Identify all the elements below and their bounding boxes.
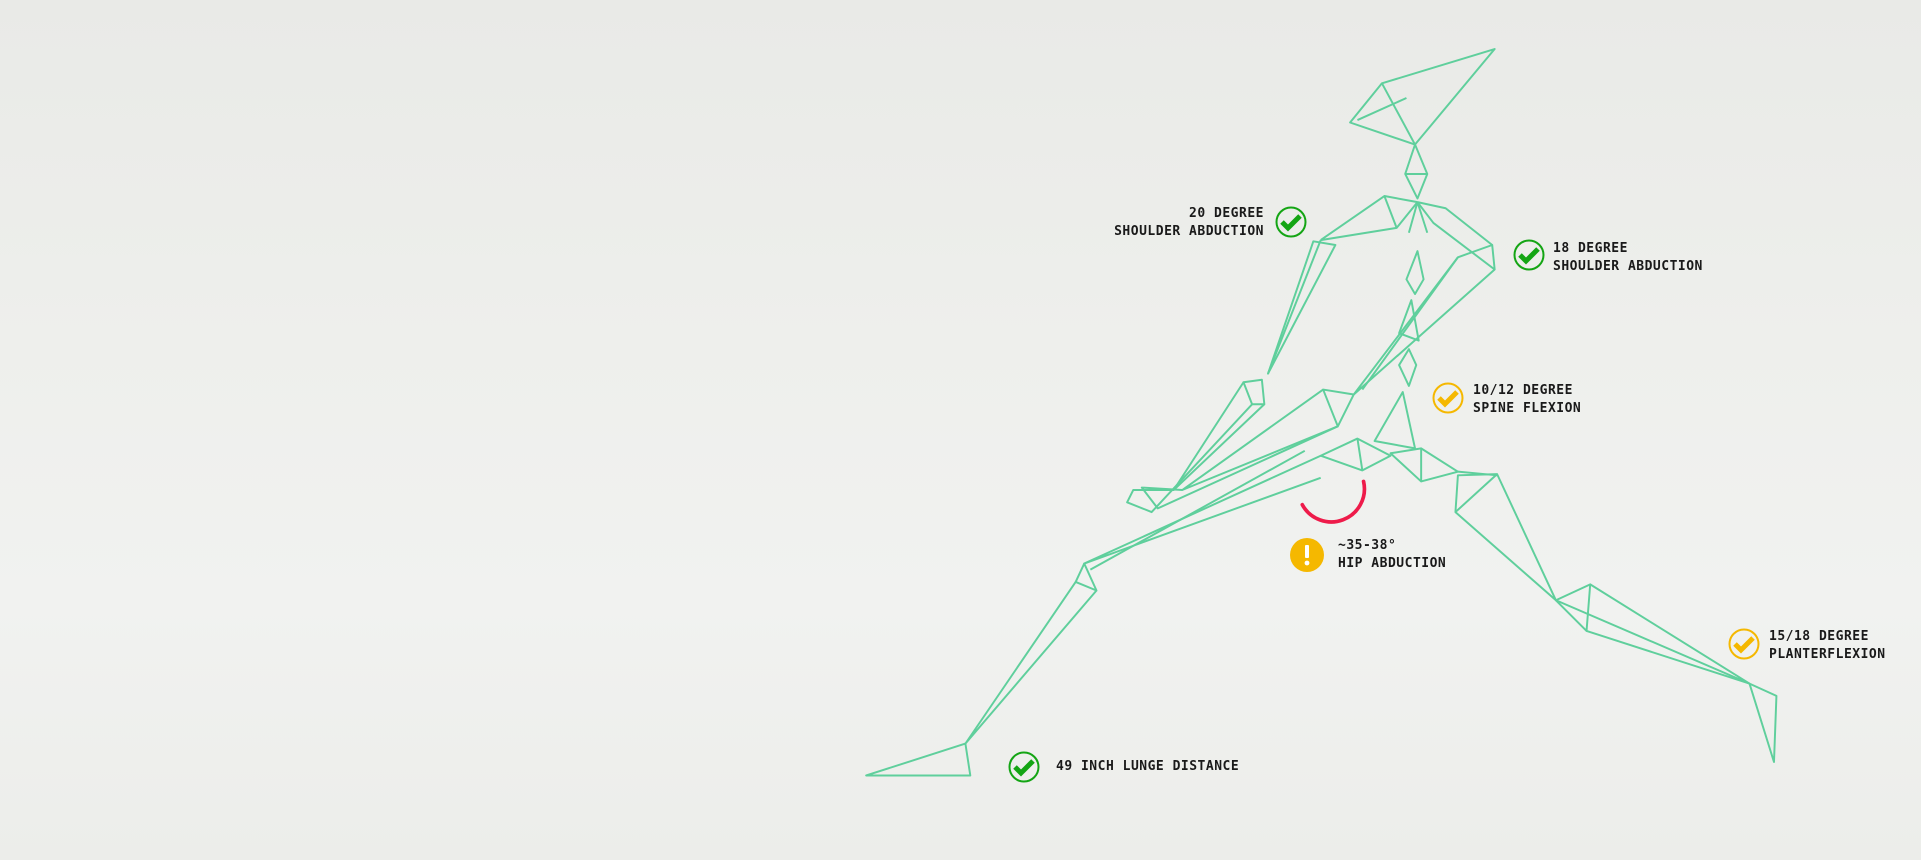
right-arm [1140,244,1496,510]
left-shoulder-label: 20 Degree Shoulder Abduction [1114,206,1264,239]
ankle-label: 15/18 Degree Planterflexion [1769,629,1886,662]
lunge-check-icon [1008,751,1040,783]
spine [1373,250,1425,450]
head [1349,48,1496,146]
spine-label: 10/12 Degree Spine Flexion [1473,383,1582,416]
hip-angle-arc [1300,479,1367,524]
shoulders [1320,195,1496,271]
front-leg [1454,473,1778,763]
lunge-label: 49 Inch Lunge Distance [1056,759,1240,774]
left-arm [1126,239,1337,514]
right-shoulder-check-icon [1513,239,1545,271]
hip-exclamation-icon [1290,538,1324,572]
neck [1404,143,1429,200]
ankle-check-icon [1728,628,1760,660]
hip-label: ~35-38° Hip Abduction [1338,538,1447,571]
left-shoulder-check-icon [1275,206,1307,238]
right-shoulder-label: 18 Degree Shoulder Abduction [1553,241,1703,274]
spine-check-icon [1432,382,1464,414]
back-leg [865,449,1322,777]
